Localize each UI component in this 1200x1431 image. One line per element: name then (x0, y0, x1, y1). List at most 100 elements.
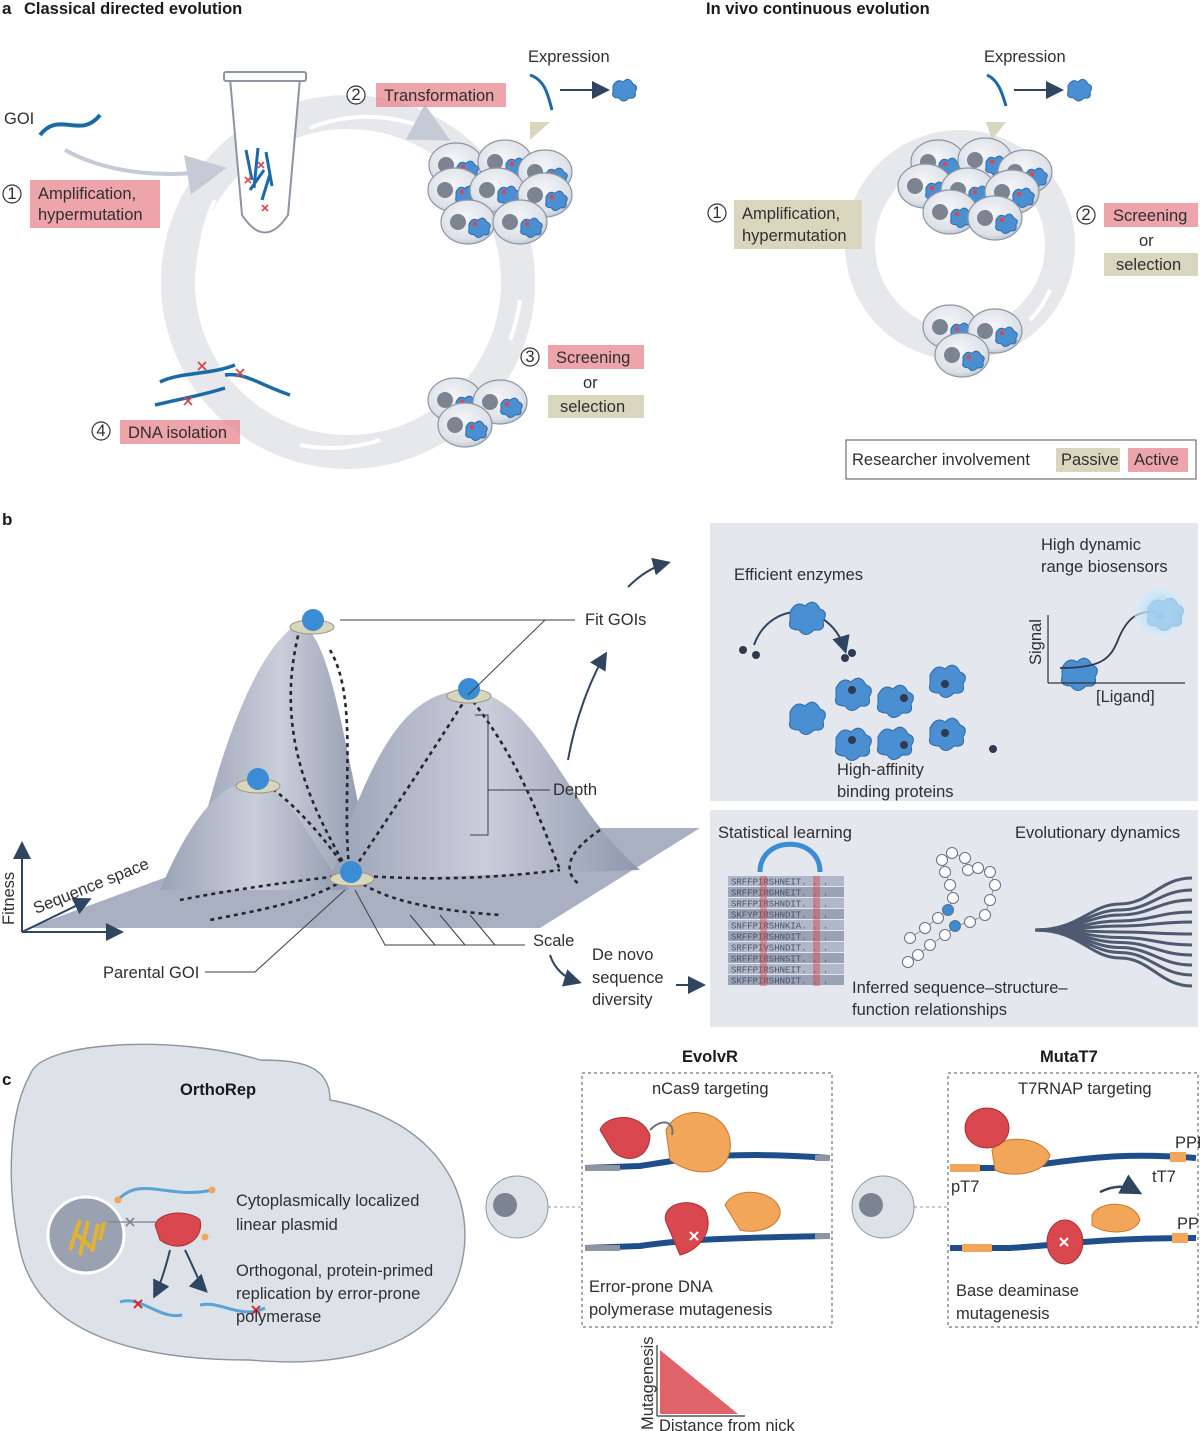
de-novo-line3: diversity (592, 991, 653, 1009)
graph-node (919, 922, 931, 934)
graph-node (942, 904, 954, 916)
mutation-dot (469, 424, 475, 430)
graph-node (939, 929, 951, 941)
panel-c-letter: c (2, 1070, 11, 1089)
mutation-dot (459, 189, 465, 195)
bound-ligand-dot (941, 729, 949, 737)
cell-nucleus (932, 319, 948, 335)
mutagenesis-gradient (660, 1350, 738, 1414)
ncas9-protein-1 (665, 1112, 731, 1173)
transformed-cells-cluster (427, 139, 573, 245)
cell-nucleus (977, 210, 993, 226)
in-vivo-title: In vivo continuous evolution (706, 0, 930, 18)
alignment-row: SKFFPIRSHNDIT. . . (731, 977, 828, 987)
pcr-tube-icon (223, 71, 307, 234)
graph-node (972, 862, 984, 874)
cell-nucleus (437, 182, 453, 198)
alignment-row-bg (728, 920, 844, 930)
ppp-label-1: PPP (1175, 1134, 1200, 1152)
binding-line1: High-affinity (837, 761, 925, 779)
right-step2-alt: selection (1116, 256, 1181, 274)
statistical-learning-label: Statistical learning (718, 824, 852, 842)
right-step2-number-circle (1076, 205, 1096, 225)
step3-label: Screening (556, 349, 630, 367)
alignment-row-bg (728, 931, 844, 941)
alignment-row: SKFYPIRSHNDIT. . . (731, 911, 828, 921)
researcher-involvement-legend: Researcher involvement Passive Active (845, 439, 1197, 480)
right-step1-line2: hypermutation (742, 227, 847, 245)
expressed-protein-icon (612, 78, 638, 102)
graph-node (939, 866, 951, 878)
landscape-peak-right (330, 690, 640, 880)
binding-line2: binding proteins (837, 783, 954, 801)
right-step2-passive-box (1104, 253, 1198, 276)
cell-nucleus (487, 154, 503, 170)
ligand-label: [Ligand] (1096, 688, 1155, 706)
t7rnap-protein-1 (991, 1138, 1051, 1175)
evolvr-polymerase-1 (599, 1117, 651, 1159)
ncas9-protein-2 (724, 1191, 781, 1232)
right-step1-line1: Amplification, (742, 205, 840, 223)
mutation-dot (929, 185, 935, 191)
alignment-row: SNFFPIRSHNKIA. . . (731, 922, 828, 932)
cell-nucleus (907, 178, 923, 194)
step3-passive-box (548, 395, 644, 418)
right-step2-number: 2 (1081, 206, 1090, 224)
right-step1-number-circle (707, 203, 727, 223)
panel-b-letter: b (2, 510, 12, 529)
graph-node (979, 909, 991, 921)
parental-goi-leader (205, 889, 346, 973)
right-step2-active-box (1104, 203, 1198, 227)
legend-active-swatch (1128, 448, 1188, 472)
graph-node (947, 892, 959, 904)
expression-pointer (530, 122, 550, 140)
cell-nucleus (450, 214, 466, 230)
ligand-dot (989, 745, 997, 753)
step3-or: or (583, 374, 598, 392)
structure-graph (902, 847, 1001, 968)
error-prone-polymerase (154, 1212, 202, 1247)
depth-bracket (470, 714, 489, 836)
fit-gois-leader (340, 619, 547, 696)
substrate-dot-2 (752, 651, 760, 659)
evolvr-targeting: nCas9 targeting (652, 1080, 769, 1098)
step1-line2: hypermutation (38, 206, 143, 224)
cell-nucleus (502, 214, 518, 230)
bound-ligand-dot (848, 686, 856, 694)
mutat7-mut-line2: mutagenesis (956, 1305, 1050, 1323)
enzyme-protein-icon (834, 727, 872, 761)
graph-node (989, 879, 1001, 891)
alignment-row: SRFFPIRGHNEIT. . . (731, 889, 828, 899)
linear-plasmid (116, 1186, 213, 1202)
step3-number: 3 (525, 348, 534, 366)
graph-node (959, 852, 971, 864)
isolated-dna-icon (154, 361, 291, 407)
scale-label: Scale (533, 932, 574, 950)
fit-goi-ball-3 (247, 768, 269, 790)
enzyme-protein-icon (876, 684, 914, 718)
mutation-dot (1029, 171, 1035, 177)
step4-number: 4 (96, 422, 105, 440)
plasmid-line2: linear plasmid (236, 1216, 338, 1234)
cell-nucleus (437, 392, 453, 408)
inferred-line1: Inferred sequence–structure– (852, 979, 1068, 997)
phylogeny-tree (1034, 876, 1193, 988)
evolvr-polymerase-2 (664, 1202, 709, 1256)
replication-line2: replication by error-prone (236, 1285, 420, 1303)
de-novo-line2: sequence (592, 969, 664, 987)
upward-arrow (567, 651, 608, 761)
step4-active-box (120, 420, 240, 444)
alignment-row: SRFFPIRSHNEIT. . . (731, 966, 828, 976)
alignment-row-bg (728, 909, 844, 919)
alignment-row-bg (728, 898, 844, 908)
bound-ligand-dot (900, 741, 908, 749)
mutat7-host-nucleus (859, 1193, 883, 1217)
expression-gene-right-icon (986, 73, 1008, 107)
right-step1-number: 1 (712, 204, 721, 222)
mutation-dot (989, 159, 995, 165)
mutation-dot (999, 217, 1005, 223)
transcription-arrow (1099, 1174, 1143, 1195)
step3-number-circle (520, 347, 540, 367)
step4-label: DNA isolation (128, 424, 227, 442)
alignment-row-bg (728, 975, 844, 985)
